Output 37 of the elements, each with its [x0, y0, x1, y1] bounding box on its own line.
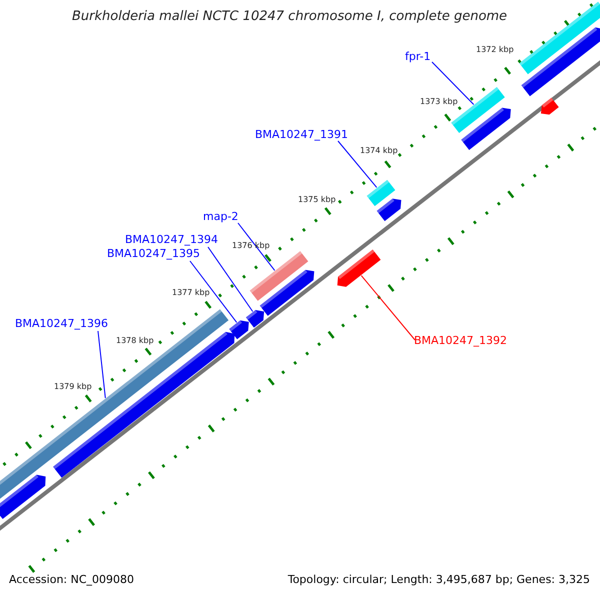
leader-line: [360, 275, 416, 340]
gene-feature-bar: [246, 310, 264, 328]
gene-feature-bar: [461, 108, 511, 150]
leader-line: [190, 260, 238, 323]
gene-label: map-2: [203, 210, 238, 223]
gene-label: BMA10247_1392: [414, 334, 508, 347]
gene-feature-bar: [521, 27, 600, 96]
gene-label: BMA10247_1396: [15, 317, 108, 330]
gene-label: fpr-1: [405, 50, 431, 63]
gene-feature-bar: [260, 270, 314, 316]
gene-feature-bar: [540, 98, 559, 115]
gene-label: BMA10247_1395: [107, 247, 200, 260]
title: Burkholderia mallei NCTC 10247 chromosome I, complete genome: [72, 9, 508, 24]
gene-feature-bar: [519, 2, 600, 74]
gene-feature-bar: [366, 180, 396, 206]
leader-line: [98, 330, 106, 399]
gene-feature-bar: [229, 320, 249, 340]
gene-feature-bar: [0, 309, 229, 499]
gene-feature-bar: [250, 251, 308, 301]
scale-label: 1375 kbp: [298, 195, 336, 204]
scale-label: 1373 kbp: [420, 97, 458, 106]
gene-feature-bar: [53, 332, 235, 478]
gene-feature-bar: [376, 198, 402, 222]
scale-label: 1376 kbp: [232, 241, 270, 250]
leader-line: [208, 246, 254, 312]
scale-label: 1372 kbp: [476, 45, 514, 54]
gene-label: BMA10247_1391: [255, 128, 348, 141]
gene-feature-bar: [0, 474, 46, 519]
accession-note: Accession: NC_009080: [9, 573, 134, 586]
scale-label: 1377 kbp: [172, 288, 210, 297]
leader-line: [238, 222, 276, 271]
scale-label: 1374 kbp: [360, 146, 398, 155]
scale-label: 1379 kbp: [54, 382, 92, 391]
gene-feature-bar: [337, 249, 381, 287]
gene-label: BMA10247_1394: [125, 233, 218, 246]
genome-summary-note: Topology: circular; Length: 3,495,687 bp; Genes: 3,325: [288, 573, 590, 586]
scale-label: 1378 kbp: [116, 336, 154, 345]
